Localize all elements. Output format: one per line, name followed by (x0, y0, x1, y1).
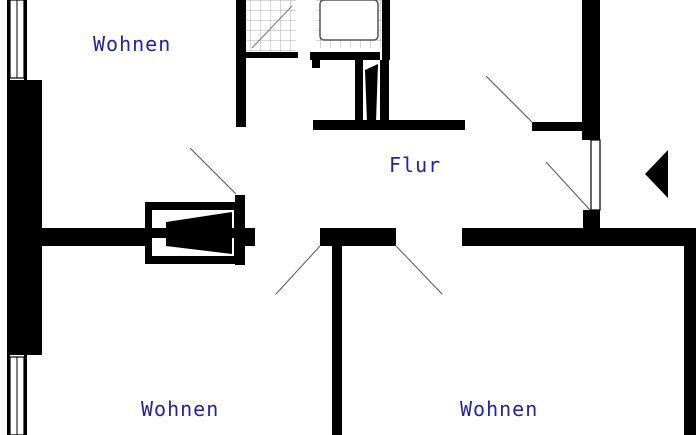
walls-top-right (485, 0, 601, 230)
room-label-wohnen-bottom-left: Wohnen (141, 397, 219, 421)
entrance-door-frame (590, 139, 601, 211)
room-label-flur: Flur (389, 153, 441, 177)
corridor-wall-left (42, 147, 255, 265)
room-label-wohnen-bottom-right: Wohnen (460, 397, 538, 421)
bathtub (319, 0, 379, 41)
exterior-wall-left (7, 0, 42, 435)
entrance-arrow-icon (645, 150, 668, 198)
tiled-floor (246, 0, 296, 52)
corridor-wall-right (275, 228, 696, 435)
room-label-wohnen-top-left: Wohnen (93, 32, 171, 56)
bathroom (236, 0, 465, 130)
